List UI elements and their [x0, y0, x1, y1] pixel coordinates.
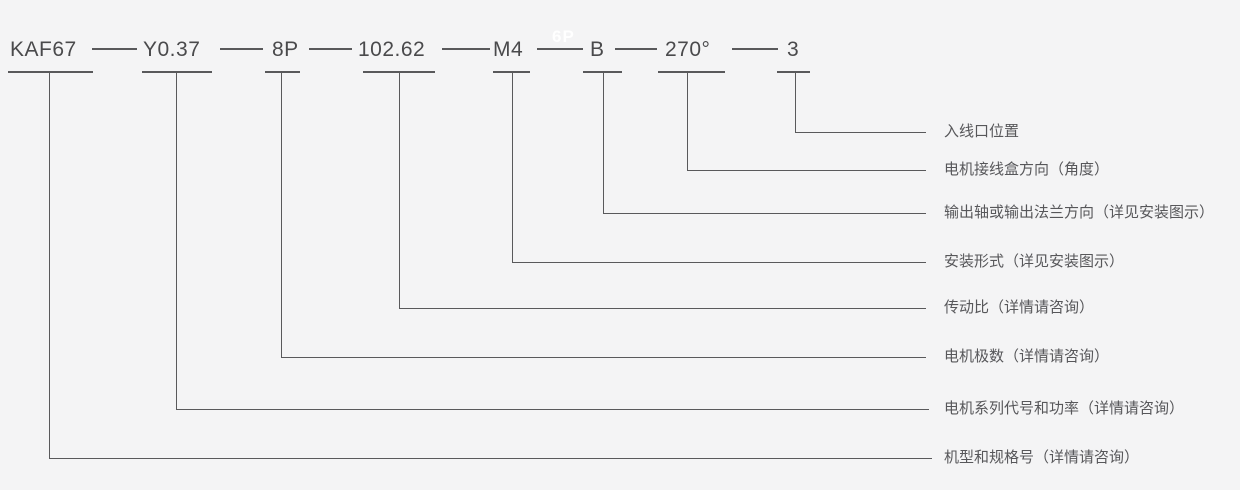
code-separator-dash [220, 48, 263, 50]
label-transmission-ratio: 传动比（详情请咨询） [944, 299, 1095, 316]
code-separator-dash [732, 48, 778, 50]
label-terminal-box-direction: 电机接线盒方向（角度） [944, 161, 1110, 178]
label-motor-series-power: 电机系列代号和功率（详情请咨询） [944, 400, 1185, 417]
connector-horizontal-line [603, 213, 926, 214]
output-direction-code: B [590, 38, 605, 61]
watermark-6p: 6P [552, 27, 575, 46]
code-underline [583, 71, 622, 73]
connector-horizontal-line [512, 262, 926, 263]
code-underline [658, 71, 725, 73]
code-underline [777, 71, 810, 73]
code-separator-dash [537, 48, 583, 50]
connector-vertical-line [512, 72, 513, 263]
motor-series-code: Y0.37 [143, 38, 201, 61]
ratio-code: 102.62 [358, 38, 426, 61]
code-separator-dash [92, 48, 137, 50]
connector-vertical-line [687, 72, 688, 171]
connector-vertical-line [795, 72, 796, 133]
label-model-spec-number: 机型和规格号（详情请咨询） [944, 449, 1140, 466]
connector-vertical-line [176, 72, 177, 410]
connector-vertical-line [281, 72, 282, 358]
connector-horizontal-line [795, 132, 926, 133]
code-underline [265, 71, 300, 73]
mounting-code: M4 [493, 38, 524, 61]
connector-horizontal-line [49, 458, 932, 459]
code-underline [493, 71, 530, 73]
code-separator-dash [615, 48, 657, 50]
connector-vertical-line [49, 72, 50, 459]
pole-count-code: 8P [272, 38, 299, 61]
terminal-box-angle-code: 270° [665, 38, 711, 61]
connector-vertical-line [399, 72, 400, 309]
connector-horizontal-line [281, 357, 926, 358]
connector-horizontal-line [176, 409, 929, 410]
label-inlet-position: 入线口位置 [944, 123, 1020, 140]
label-motor-poles: 电机极数（详情请咨询） [944, 348, 1110, 365]
label-mounting-type: 安装形式（详见安装图示） [944, 253, 1125, 270]
code-underline [8, 71, 93, 73]
code-underline [142, 71, 212, 73]
model-type-code: KAF67 [10, 38, 77, 61]
label-output-shaft-direction: 输出轴或输出法兰方向（详见安装图示） [944, 204, 1215, 221]
inlet-position-code: 3 [787, 38, 800, 61]
connector-vertical-line [603, 72, 604, 214]
connector-horizontal-line [399, 308, 926, 309]
code-separator-dash [309, 48, 352, 50]
connector-horizontal-line [687, 170, 926, 171]
code-separator-dash [442, 48, 490, 50]
